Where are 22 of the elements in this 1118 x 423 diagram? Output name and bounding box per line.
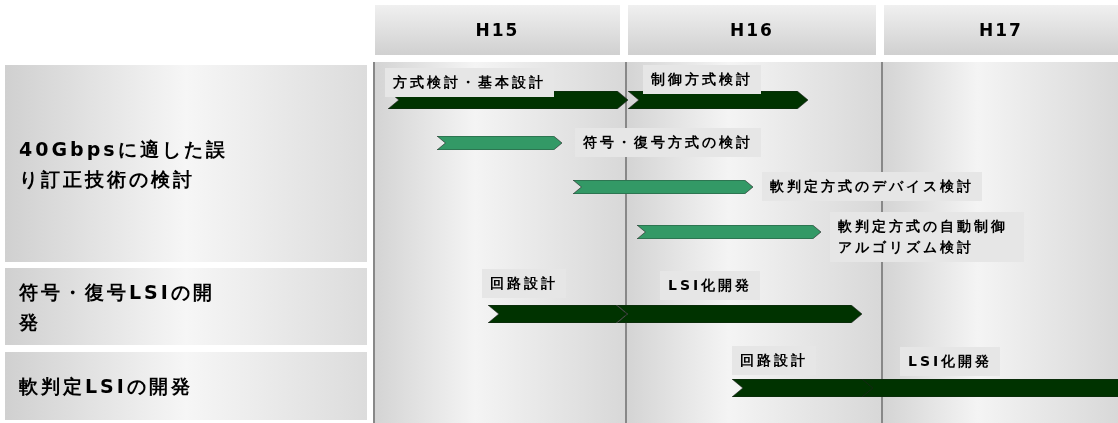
- task-label: 軟判定方式の自動制御アルゴリズム検討: [830, 212, 1024, 262]
- chevron-bar: [573, 180, 753, 194]
- year-header: H16: [628, 5, 876, 55]
- year-header: H17: [884, 5, 1118, 55]
- task-label: LSI化開発: [900, 347, 1001, 376]
- row-header-panel: [5, 268, 367, 345]
- task-label: 方式検討・基本設計: [385, 68, 554, 97]
- row-title: 符号・復号LSIの開発: [19, 279, 216, 335]
- year-header: H15: [375, 5, 620, 55]
- row-title: 40Gbpsに適した誤り訂正技術の検討: [19, 136, 229, 192]
- row-header-panel: [5, 65, 367, 262]
- chevron-bar: [862, 379, 1118, 397]
- task-label: 符号・復号方式の検討: [575, 128, 761, 157]
- row-header-panel: [5, 352, 367, 420]
- chevron-bar: [437, 136, 562, 150]
- chevron-bar: [637, 225, 821, 239]
- task-label: 制御方式検討: [643, 65, 761, 94]
- chevron-bar: [488, 305, 627, 323]
- task-label: LSI化開発: [660, 271, 761, 300]
- task-label: 軟判定方式のデバイス検討: [762, 172, 982, 201]
- row-title: 軟判定LSIの開発: [19, 374, 193, 399]
- chevron-bar: [617, 305, 862, 323]
